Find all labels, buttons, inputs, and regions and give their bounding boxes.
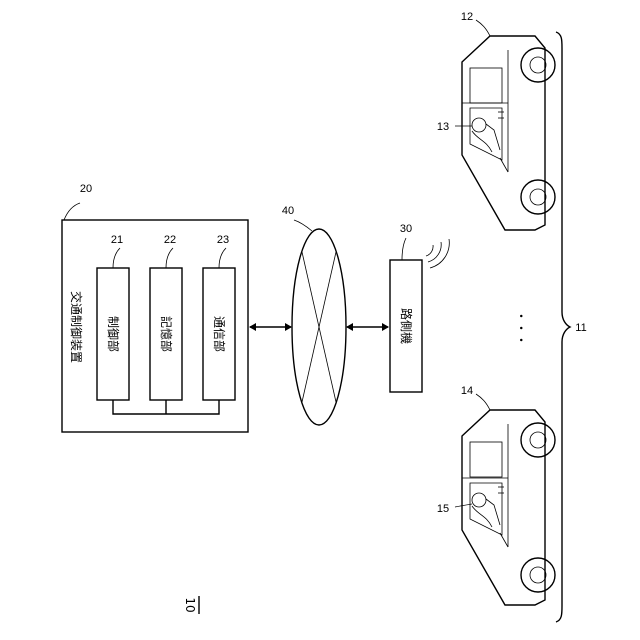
occupant-top-ref: 13	[437, 121, 449, 133]
vehicle-top-ref: 12	[461, 11, 473, 23]
vehicle-group-ref: 11	[575, 322, 586, 334]
control-unit-ref: 21	[111, 234, 123, 246]
storage-unit-ref: 22	[164, 234, 176, 246]
device-network-link	[249, 323, 292, 331]
vehicle-ellipsis: ・・・	[514, 310, 528, 346]
vehicle-bottom: 15 14	[437, 385, 555, 605]
vehicle-bottom-leader	[476, 394, 490, 410]
network: 40	[282, 205, 346, 425]
roadside-unit-leader	[402, 238, 406, 260]
roadside-unit: 路側機 30	[390, 223, 449, 392]
vehicle-bottom-wheel-front-icon	[521, 558, 555, 592]
vehicle-bottom-ref: 14	[461, 385, 473, 397]
storage-unit-label: 記憶部	[159, 316, 174, 352]
vehicle-bottom-rear-window	[470, 442, 502, 477]
vehicle-bottom-body	[462, 410, 545, 605]
network-leader	[294, 220, 312, 231]
communication-unit-ref: 23	[217, 234, 229, 246]
control-unit-leader	[113, 248, 120, 268]
occupant-bottom-leader	[455, 504, 472, 507]
vehicle-top-wheel-rear-icon	[521, 48, 555, 82]
vehicle-top-rear-window	[470, 68, 502, 103]
vehicle-top-leader	[476, 20, 490, 36]
network-roadside-link	[346, 323, 389, 331]
vehicle-bottom-wheel-rear-icon	[521, 423, 555, 457]
storage-unit-leader	[166, 248, 173, 268]
traffic-control-device-ref: 20	[80, 183, 92, 195]
communication-unit-leader	[219, 248, 226, 268]
figure-label-text: 10	[183, 597, 197, 612]
traffic-control-device: 交通制御装置 20 制御部 21 記憶部 22 通信部 23	[62, 183, 248, 432]
vehicle-group-bracket: 11	[556, 32, 587, 622]
traffic-control-device-title: 交通制御装置	[69, 291, 84, 363]
occupant-bottom-ref: 15	[437, 503, 449, 515]
communication-unit-label: 通信部	[212, 316, 227, 352]
network-ref: 40	[282, 205, 294, 217]
traffic-control-device-leader	[64, 203, 80, 220]
roadside-unit-ref: 30	[400, 223, 412, 235]
vehicle-top-body	[462, 36, 545, 230]
roadside-unit-label: 路側機	[399, 308, 414, 344]
internal-bus	[113, 400, 219, 414]
radio-waves-icon	[426, 239, 449, 268]
control-unit-label: 制御部	[106, 316, 121, 352]
vehicle-top-wheel-front-icon	[521, 180, 555, 214]
vehicle-top: 13 12	[437, 11, 555, 230]
figure-label: 10	[183, 596, 199, 614]
